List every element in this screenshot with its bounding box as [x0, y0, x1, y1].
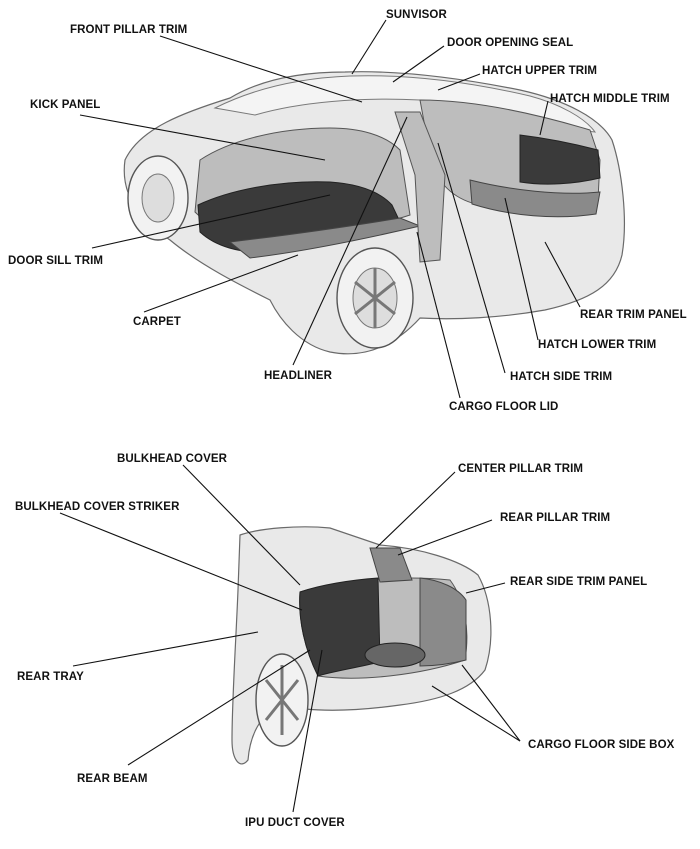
label-bulkhead-cover: BULKHEAD COVER [117, 453, 228, 465]
label-hatch-side-trim: HATCH SIDE TRIM [510, 371, 612, 383]
label-rear-beam: REAR BEAM [77, 773, 148, 785]
top-front-wheel-hub [141, 173, 175, 223]
label-bulkhead-cover-striker: BULKHEAD COVER STRIKER [15, 501, 180, 513]
label-front-pillar-trim: FRONT PILLAR TRIM [70, 24, 187, 36]
bottom-car-illustration [231, 526, 492, 765]
bottom-wheel-spokes [264, 665, 300, 735]
leader-ipu-duct-cover [292, 649, 323, 813]
label-carpet: CARPET [133, 316, 181, 328]
leader-bulkhead-cover-striker [59, 512, 303, 611]
bottom-leader-lines [59, 464, 521, 813]
top-car-hatch-frame [519, 134, 601, 185]
top-car-pillar [394, 111, 446, 263]
label-cargo-floor-side-box: CARGO FLOOR SIDE BOX [528, 739, 675, 751]
bottom-car-bulkhead-cover [299, 577, 381, 677]
label-rear-tray: REAR TRAY [17, 671, 84, 683]
label-door-opening-seal: DOOR OPENING SEAL [447, 37, 573, 49]
leader-hatch-middle-trim [539, 100, 549, 136]
label-rear-side-trim-panel: REAR SIDE TRIM PANEL [510, 576, 647, 588]
leader-headliner [292, 116, 408, 366]
leader-rear-beam [127, 649, 311, 766]
leader-cargo-floor-lid [416, 231, 461, 399]
top-leader-lines [79, 19, 581, 399]
leader-door-sill-trim [91, 194, 331, 249]
leader-rear-tray [72, 631, 259, 667]
label-rear-pillar-trim: REAR PILLAR TRIM [500, 512, 610, 524]
label-center-pillar-trim: CENTER PILLAR TRIM [458, 463, 583, 475]
bottom-labels: BULKHEAD COVER CENTER PILLAR TRIM BULKHE… [15, 453, 675, 829]
leader-hatch-side-trim [437, 142, 506, 374]
bottom-car-pillar [369, 547, 413, 583]
top-car-illustration [123, 71, 625, 355]
label-hatch-middle-trim: HATCH MIDDLE TRIM [550, 93, 670, 105]
leader-rear-side-trim-panel [465, 582, 506, 594]
leader-door-opening-seal [392, 45, 445, 83]
top-car-rear-trim [469, 179, 601, 218]
label-hatch-upper-trim: HATCH UPPER TRIM [482, 65, 597, 77]
leader-rear-trim-panel [544, 241, 581, 308]
label-headliner: HEADLINER [264, 370, 333, 382]
label-rear-trim-panel: REAR TRIM PANEL [580, 309, 687, 321]
label-door-sill-trim: DOOR SILL TRIM [8, 255, 103, 267]
leader-center-pillar-trim [375, 471, 456, 549]
leader-kick-panel [79, 114, 326, 161]
leader-hatch-lower-trim [504, 197, 539, 341]
top-rear-wheel-spokes [354, 268, 396, 328]
leader-carpet [143, 254, 299, 313]
leader-cargo-floor-side-box-b [431, 685, 521, 742]
leader-rear-pillar-trim [397, 519, 493, 556]
bottom-car-floor-box [364, 642, 426, 668]
bottom-car-side-trim [419, 577, 467, 667]
leader-sunvisor [351, 19, 387, 75]
label-cargo-floor-lid: CARGO FLOOR LID [449, 401, 558, 413]
label-ipu-duct-cover: IPU DUCT COVER [245, 817, 345, 829]
leader-bulkhead-cover [182, 464, 301, 586]
leader-hatch-upper-trim [437, 73, 481, 91]
leader-front-pillar-trim [159, 35, 363, 103]
top-labels: SUNVISOR FRONT PILLAR TRIM DOOR OPENING … [8, 9, 687, 413]
label-kick-panel: KICK PANEL [30, 99, 100, 111]
leader-cargo-floor-side-box-a [461, 664, 521, 742]
label-hatch-lower-trim: HATCH LOWER TRIM [538, 339, 656, 351]
top-car-roof [213, 75, 597, 133]
label-sunvisor: SUNVISOR [386, 9, 447, 21]
